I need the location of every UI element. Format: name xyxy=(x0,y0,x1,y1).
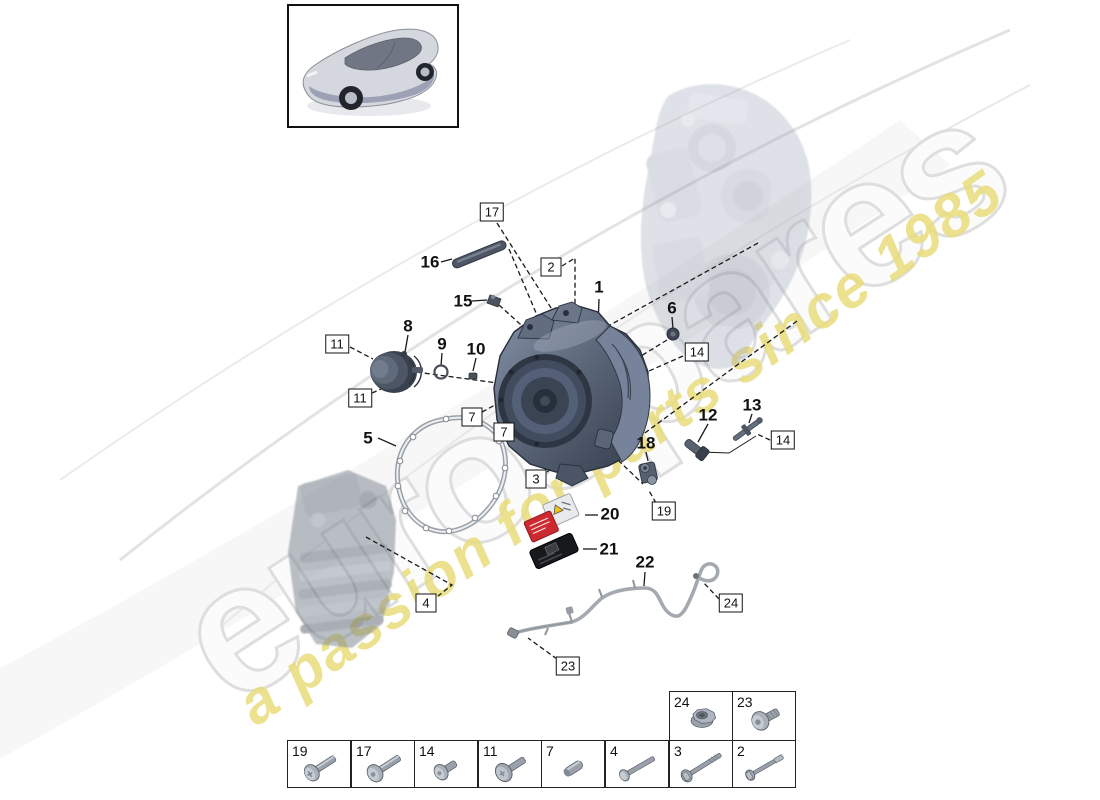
callout-18-20[interactable]: 18 xyxy=(636,433,656,453)
callout-5-4[interactable]: 5 xyxy=(363,428,373,448)
fastener-cell-24[interactable]: 24 xyxy=(669,691,733,741)
part-bolt[interactable] xyxy=(666,327,680,341)
callout-12-13[interactable]: 12 xyxy=(698,405,718,425)
callout-10-10[interactable]: 10 xyxy=(466,339,486,359)
callout-19-21[interactable]: 19 xyxy=(651,501,677,521)
fastener-cell-7[interactable]: 7 xyxy=(541,740,605,788)
callout-22-24[interactable]: 22 xyxy=(635,552,655,572)
callout-7-6[interactable]: 7 xyxy=(461,407,483,427)
callout-16-18[interactable]: 16 xyxy=(420,252,440,272)
part-actuator-motor[interactable] xyxy=(370,351,423,393)
callout-14-16[interactable]: 14 xyxy=(770,430,796,450)
callout-8-8[interactable]: 8 xyxy=(403,316,413,336)
fastener-icon-washer-screw xyxy=(494,756,526,783)
fastener-cell-label: 24 xyxy=(674,694,690,710)
part-label-sticker-black[interactable] xyxy=(529,532,579,570)
callout-23-25[interactable]: 23 xyxy=(555,656,581,676)
fastener-icon-long-thin-screw xyxy=(618,756,656,782)
callout-11-12[interactable]: 11 xyxy=(348,388,372,408)
fastener-cell-label: 19 xyxy=(292,743,308,759)
part-sensor[interactable] xyxy=(682,436,710,462)
part-lever[interactable] xyxy=(730,414,766,444)
callout-15-17[interactable]: 15 xyxy=(453,291,473,311)
fastener-cell-14[interactable]: 14 xyxy=(414,740,478,788)
car-illustration xyxy=(302,28,439,116)
fastener-cell-19[interactable]: 19 xyxy=(287,740,351,788)
part-wiring-harness[interactable] xyxy=(507,562,720,639)
vehicle-thumbnail xyxy=(287,4,459,128)
callout-21-23[interactable]: 21 xyxy=(599,539,619,559)
fastener-cell-label: 4 xyxy=(610,743,618,759)
fastener-cell-3[interactable]: 3 xyxy=(669,740,733,788)
part-gasket[interactable] xyxy=(394,415,509,535)
fastener-icon-torx-bolt xyxy=(751,708,780,731)
part-label-sticker-warning[interactable] xyxy=(520,493,582,543)
fastener-icon-long-hex-bolt xyxy=(745,754,784,781)
callout-20-22[interactable]: 20 xyxy=(600,504,620,524)
callout-4-3[interactable]: 4 xyxy=(415,593,437,613)
callout-17-19[interactable]: 17 xyxy=(479,202,505,222)
part-pin[interactable] xyxy=(468,372,478,380)
part-bracket-strip[interactable] xyxy=(451,240,507,270)
callout-11-11[interactable]: 11 xyxy=(325,334,349,354)
part-seal-ring[interactable] xyxy=(433,364,449,380)
fastener-cell-11[interactable]: 11 xyxy=(478,740,542,788)
callout-1-0[interactable]: 1 xyxy=(594,277,604,297)
part-clip[interactable] xyxy=(486,294,502,308)
part-speed-sensor[interactable] xyxy=(638,461,658,485)
fastener-icon-flange-nut xyxy=(690,708,717,728)
fastener-cell-label: 2 xyxy=(737,743,745,759)
callout-24-26[interactable]: 24 xyxy=(718,593,744,613)
fastener-icon-long-flange-bolt xyxy=(680,753,722,783)
callout-9-9[interactable]: 9 xyxy=(437,334,447,354)
fastener-icon-torx-screw xyxy=(366,755,401,783)
fastener-icon-short-screw xyxy=(433,760,458,781)
fastener-icon-pan-screw xyxy=(303,755,337,782)
callout-14-15[interactable]: 14 xyxy=(684,342,710,362)
fastener-cell-label: 14 xyxy=(419,743,435,759)
callout-7-7[interactable]: 7 xyxy=(493,422,515,442)
fastener-cell-label: 11 xyxy=(483,743,498,759)
callout-2-1[interactable]: 2 xyxy=(540,257,562,277)
fastener-cell-label: 17 xyxy=(356,743,372,759)
ghost-engine xyxy=(640,84,812,369)
callout-13-14[interactable]: 13 xyxy=(742,395,762,415)
callout-6-5[interactable]: 6 xyxy=(667,298,677,318)
fastener-cell-23[interactable]: 23 xyxy=(732,691,796,741)
fastener-cell-4[interactable]: 4 xyxy=(605,740,669,788)
fastener-cell-label: 7 xyxy=(546,743,554,759)
ghost-axle-housing xyxy=(288,470,396,648)
fastener-cell-label: 23 xyxy=(737,694,753,710)
fastener-icon-dowel-plug xyxy=(563,760,583,777)
callout-3-2[interactable]: 3 xyxy=(525,469,547,489)
fastener-cell-17[interactable]: 17 xyxy=(351,740,415,788)
part-transmission[interactable] xyxy=(493,301,651,487)
fastener-cell-label: 3 xyxy=(674,743,682,759)
fastener-cell-2[interactable]: 2 xyxy=(732,740,796,788)
